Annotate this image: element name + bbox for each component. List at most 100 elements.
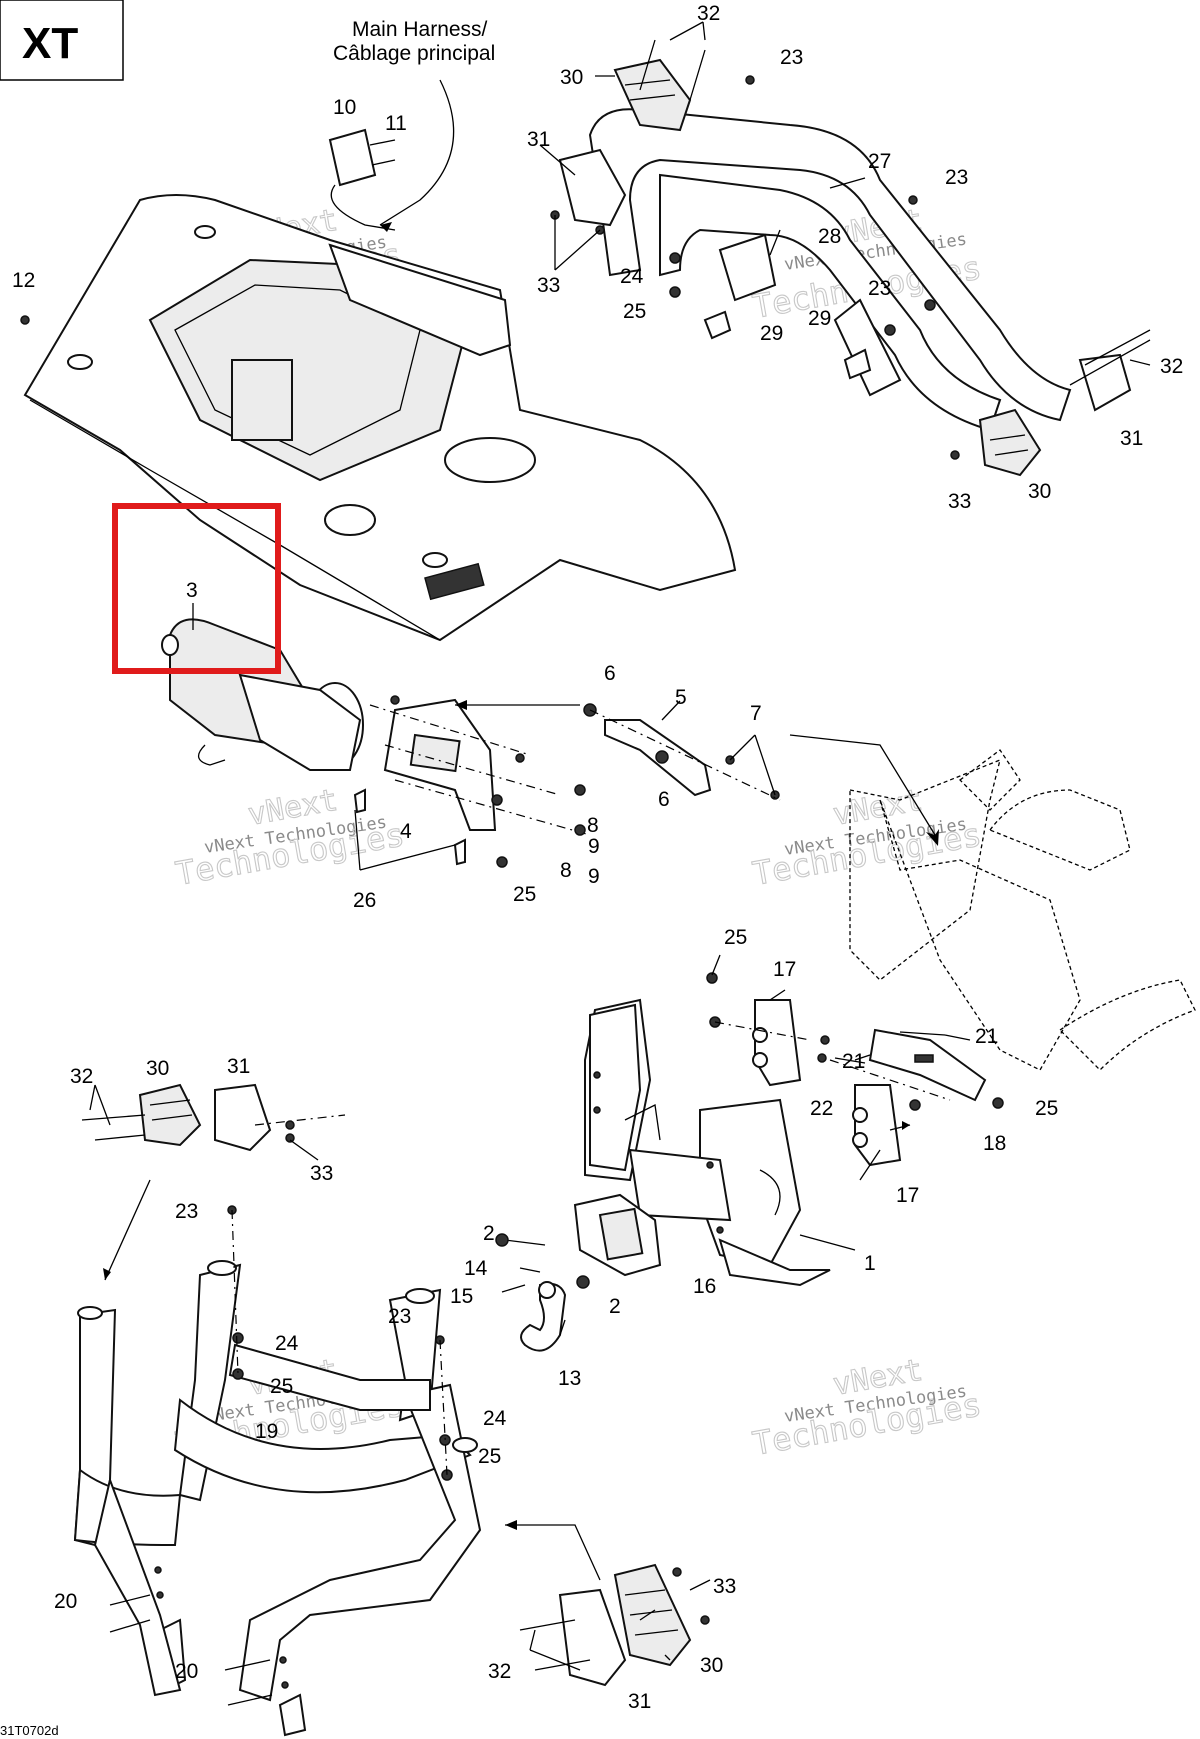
part-label: 33 — [537, 274, 560, 297]
bracket-18 — [868, 1028, 987, 1102]
harness-callout-line-2: Câblage principal — [333, 42, 495, 65]
part-labels: 32 23 30 10 11 31 27 23 28 12 24 33 23 2… — [12, 2, 1183, 1713]
part-label: 33 — [713, 1575, 736, 1598]
part-label: 17 — [773, 958, 796, 981]
part-label: 11 — [385, 112, 407, 135]
part-label: 24 — [483, 1407, 507, 1430]
hook — [520, 1281, 567, 1352]
part-label: 31 — [227, 1055, 250, 1078]
bracket-31-top — [558, 148, 627, 227]
bracket-30-top — [613, 58, 692, 132]
part-label: 26 — [353, 889, 376, 912]
part-label: 25 — [478, 1445, 501, 1468]
part-label: 31 — [1120, 427, 1143, 450]
part-label: 9 — [588, 865, 600, 888]
mount-bracket-5 — [583, 703, 781, 801]
fasteners-plate — [353, 695, 586, 868]
front-bumper-tubes — [73, 1260, 482, 1737]
part-label: 2 — [483, 1222, 495, 1245]
bracket-17-bottom — [852, 1084, 902, 1167]
part-label: 6 — [604, 662, 616, 685]
mount-bracket-28 — [718, 233, 777, 302]
part-label: 25 — [1035, 1097, 1058, 1120]
part-label: 32 — [1160, 355, 1183, 378]
figure-code: 31T0702d — [0, 1723, 59, 1738]
part-label: 29 — [760, 322, 783, 345]
part-label: 20 — [54, 1590, 77, 1613]
bracket-31-bottom — [558, 1588, 627, 1687]
part-label: 25 — [270, 1375, 293, 1398]
part-label: 32 — [70, 1065, 93, 1088]
part-label: 8 — [560, 859, 572, 882]
fasteners-left — [81, 1114, 346, 1281]
part-label: 2 — [609, 1295, 621, 1318]
harness-callout: Main Harness/ Câblage principal — [333, 18, 495, 232]
front-bumper-bracket — [584, 998, 831, 1287]
part-label: 13 — [558, 1367, 581, 1390]
part-label: 23 — [175, 1200, 198, 1223]
fasteners-bumper — [109, 1205, 601, 1706]
fasteners-hitch — [495, 1233, 590, 1293]
part-label: 8 — [587, 814, 599, 837]
bracket-30-bottom — [613, 1563, 692, 1667]
part-label: 30 — [560, 66, 583, 89]
vehicle-frame — [849, 749, 1196, 1071]
part-label: 23 — [780, 46, 803, 69]
part-label: 20 — [175, 1660, 198, 1683]
bracket-17-top — [752, 999, 802, 1087]
part-label: 23 — [945, 166, 968, 189]
part-label: 24 — [620, 265, 644, 288]
part-label: 30 — [146, 1057, 169, 1080]
part-label: 7 — [750, 702, 762, 725]
bracket-31-left — [214, 1083, 272, 1152]
part-label: 25 — [623, 300, 646, 323]
part-label: 29 — [808, 307, 831, 330]
model-badge: XT — [0, 0, 124, 81]
bracket-31-right — [1078, 353, 1132, 412]
highlight-box-part-3 — [112, 503, 281, 674]
fasteners-bracket — [706, 972, 1004, 1131]
part-label: 21 — [842, 1050, 865, 1073]
part-label: 31 — [628, 1690, 651, 1713]
fasteners-bottom — [519, 1567, 710, 1671]
bracket-30-left — [138, 1083, 202, 1147]
hitch-bracket — [573, 1193, 662, 1277]
part-label: 9 — [588, 835, 600, 858]
part-label: 27 — [868, 150, 891, 173]
part-label: 6 — [658, 788, 670, 811]
part-label: 16 — [693, 1275, 716, 1298]
part-label: 1 — [864, 1252, 876, 1275]
model-badge-text: XT — [22, 19, 78, 68]
part-label: 30 — [1028, 480, 1051, 503]
leader-lines — [89, 21, 1151, 1671]
winch — [161, 618, 364, 771]
part-label: 18 — [983, 1132, 1006, 1155]
rear-fender-body — [23, 194, 737, 642]
part-label: 3 — [186, 579, 198, 602]
part-label: 31 — [527, 128, 550, 151]
part-label: 14 — [464, 1257, 488, 1280]
part-label: 17 — [896, 1184, 919, 1207]
part-label: 4 — [400, 820, 412, 843]
harness-connector — [328, 128, 396, 231]
part-label: 25 — [724, 926, 747, 949]
bracket-30-right — [978, 408, 1042, 477]
part-label: 21 — [975, 1025, 998, 1048]
part-label: 33 — [310, 1162, 333, 1185]
part-label: 32 — [697, 2, 720, 25]
part-label: 22 — [810, 1097, 833, 1120]
rear-rack-tube — [588, 108, 1072, 432]
part-label: 23 — [868, 277, 891, 300]
part-label: 15 — [450, 1285, 473, 1308]
part-label: 24 — [275, 1332, 299, 1355]
harness-callout-line-1: Main Harness/ — [352, 18, 488, 41]
part-label: 23 — [388, 1305, 411, 1328]
part-label: 30 — [700, 1654, 723, 1677]
part-label: 5 — [675, 686, 687, 709]
part-label: 32 — [488, 1660, 511, 1683]
part-label: 33 — [948, 490, 971, 513]
frame-arrow — [455, 700, 939, 846]
part-label: 28 — [818, 225, 841, 248]
fasteners-top — [20, 39, 1151, 460]
